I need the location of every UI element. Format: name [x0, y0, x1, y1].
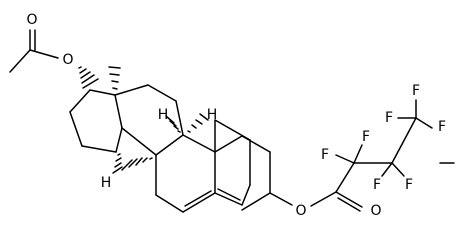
ring-a: [214, 119, 251, 206]
o-carbonyl-c-bond: [310, 191, 337, 207]
acetate-group: O O: [9, 12, 74, 73]
c9-h: H: [158, 107, 169, 123]
enol-ester-o: O: [295, 203, 306, 219]
ring-d: [69, 89, 123, 153]
c14-h-hashed-bond: [112, 153, 123, 174]
acetate-ester-o: O: [62, 52, 73, 68]
c8-h-hashed-bond: [121, 157, 153, 171]
f-a2: F: [362, 129, 370, 145]
acetyl-methyl-bond: [9, 49, 31, 73]
f-c1: F: [412, 83, 420, 99]
enol-ester-group: O O: [269, 162, 382, 219]
c9-h-hashed-bond: [165, 115, 181, 133]
c10-h: H: [207, 107, 218, 123]
c3-o-bond: [269, 192, 293, 206]
ring-b: [155, 134, 216, 213]
ring-c: [114, 84, 184, 156]
acetyl-to-ester-o-bond: [29, 49, 59, 59]
carbonyl-double-2: [337, 197, 361, 212]
carbonyl-double-1: [335, 191, 363, 208]
f-c3: F: [438, 119, 446, 135]
c13-methyl-hashed-bond: [108, 66, 121, 96]
acetate-carbonyl-o: O: [26, 12, 37, 28]
c10-hashed-bond: [187, 113, 209, 133]
f-a1: F: [321, 147, 329, 163]
c17-hashed-bond: [78, 66, 99, 89]
steroid-structure-diagram: O O H: [9, 12, 455, 219]
f-b2: F: [373, 177, 381, 193]
f-c2: F: [385, 110, 393, 126]
c14-h: H: [101, 175, 112, 191]
carbonyl-cf2-bond: [335, 162, 355, 193]
f-b1: F: [405, 177, 413, 193]
carbonyl-o: O: [370, 203, 381, 219]
perfluoro-chain: F F F F F F F: [321, 83, 455, 193]
ring-a-top: [214, 135, 271, 211]
